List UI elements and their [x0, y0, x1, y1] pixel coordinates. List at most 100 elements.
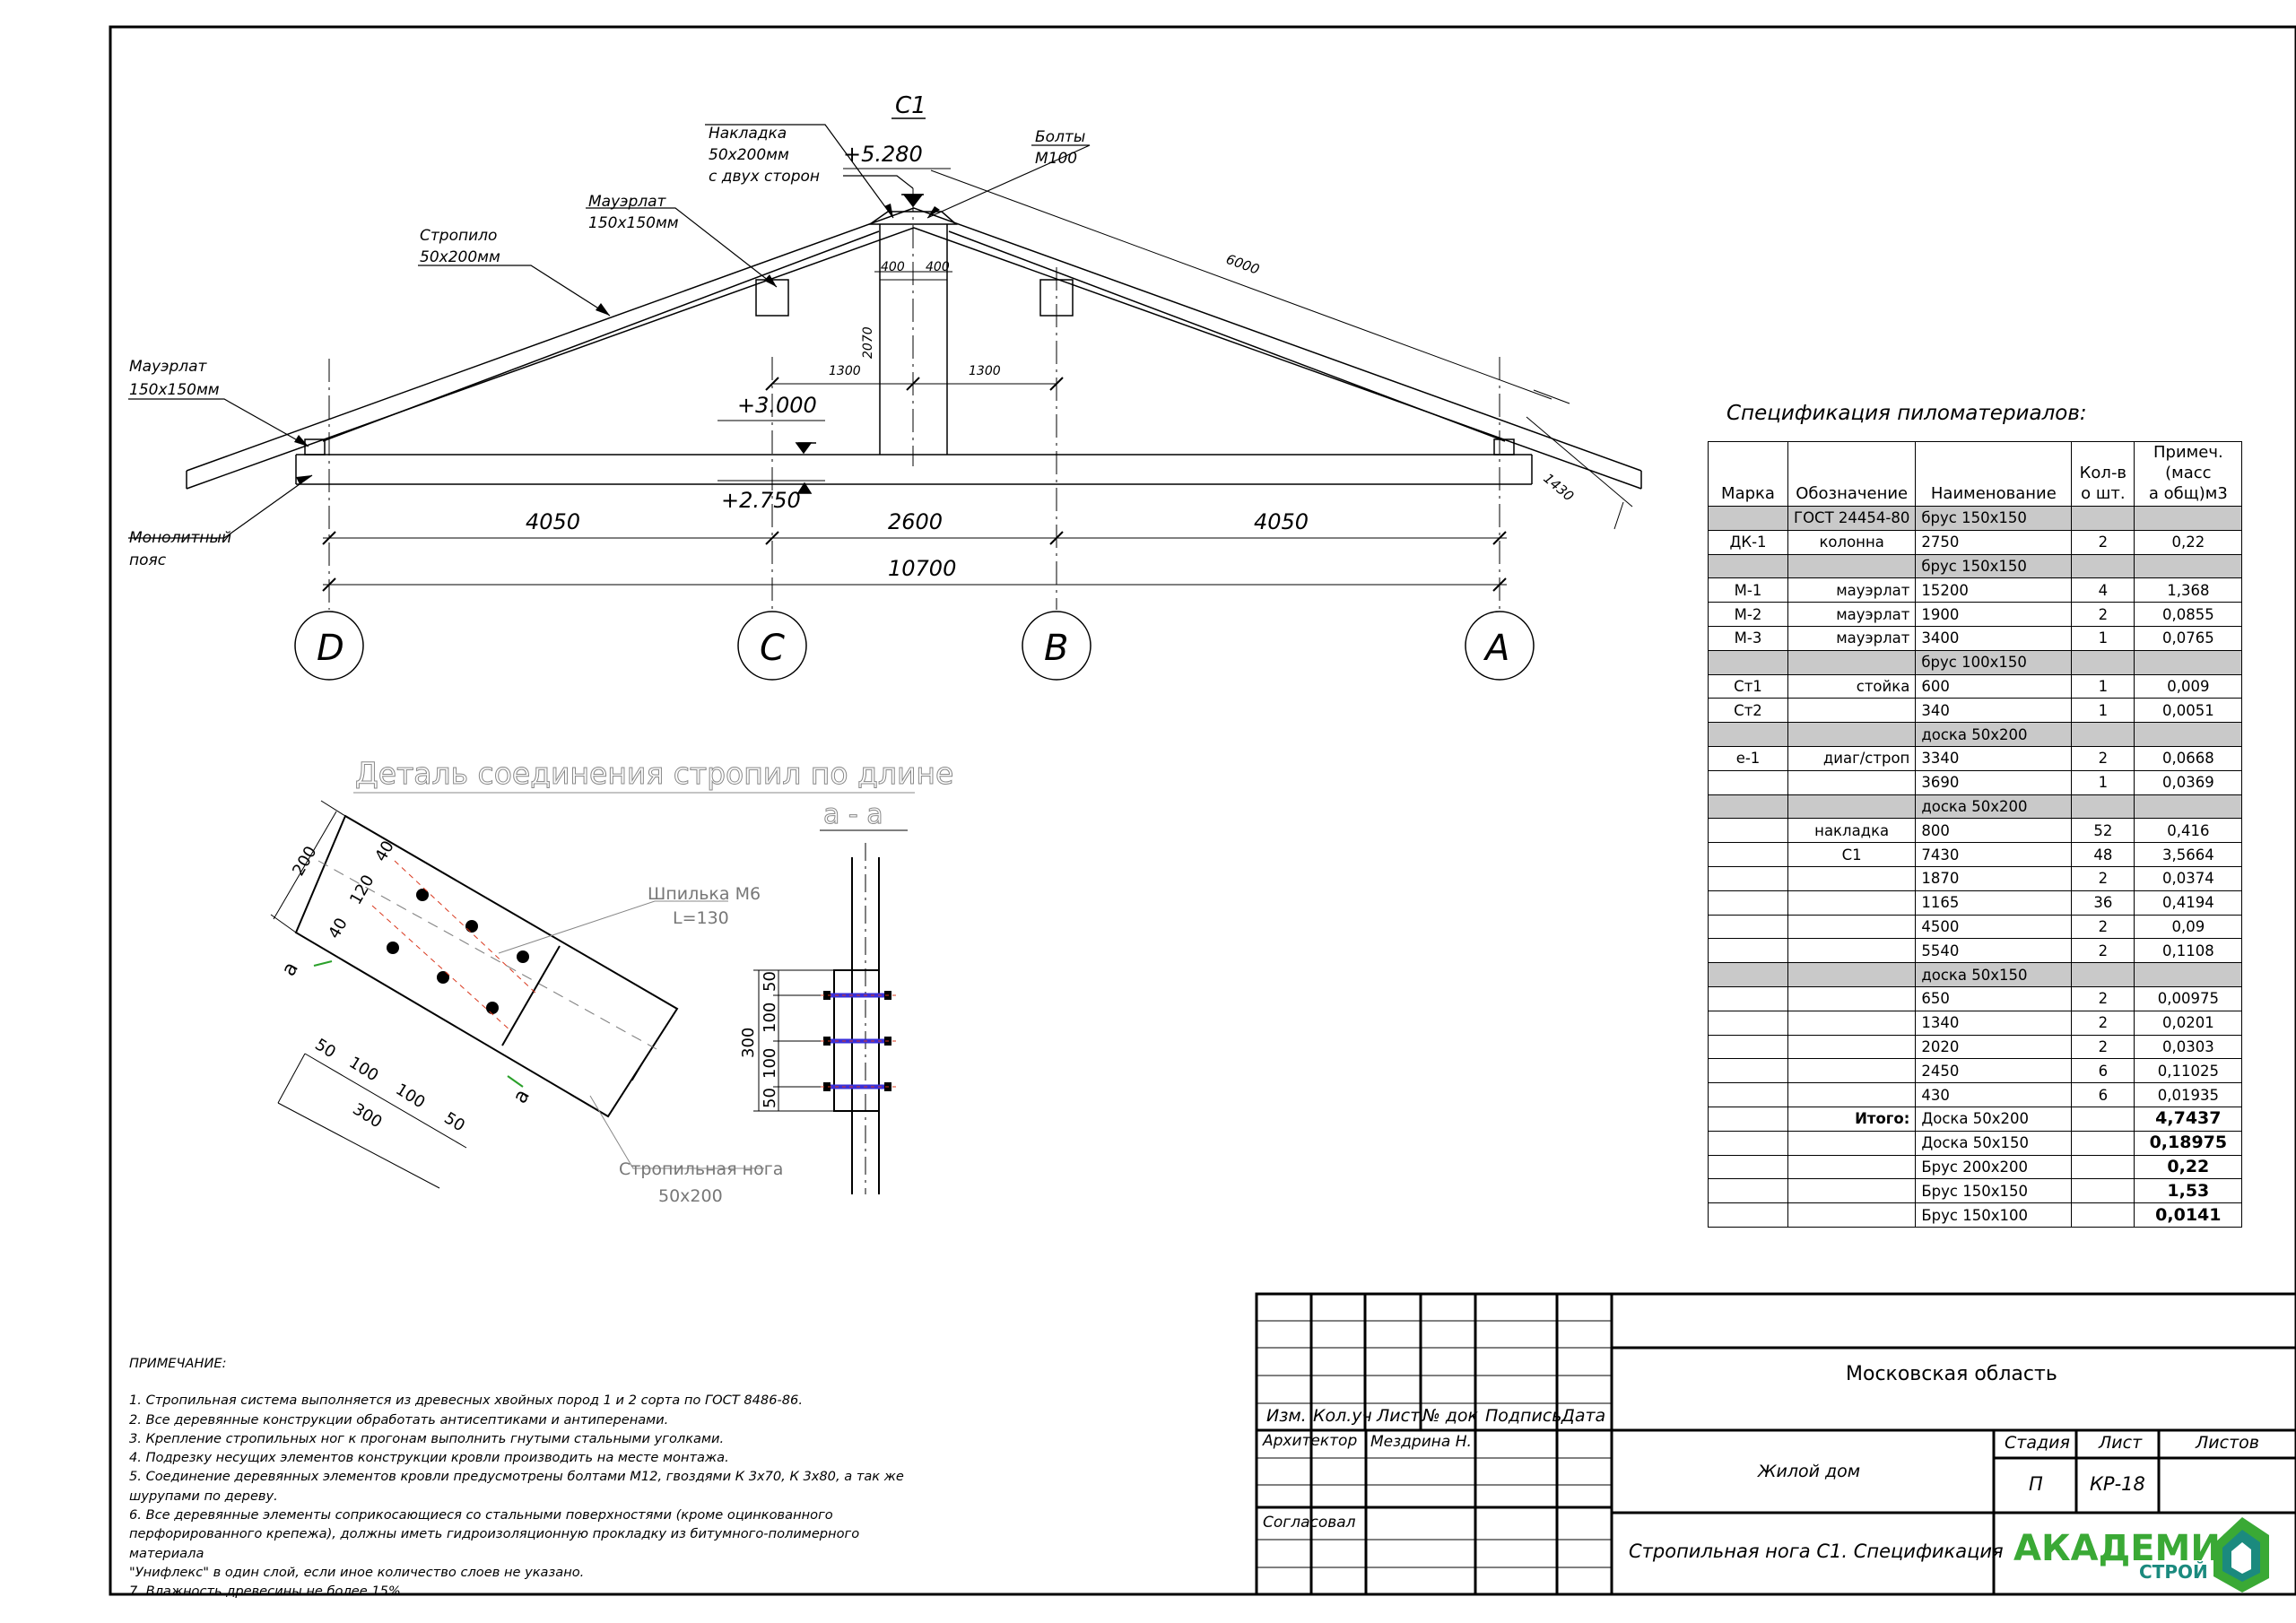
spec-cell-c2: 15200 — [1915, 577, 2073, 603]
spec-cell-c4: 0,0765 — [2134, 625, 2243, 651]
callout-mauerlat-top-1: Мауэрлат — [588, 193, 667, 211]
spec-title: Спецификация пиломатериалов: — [1726, 402, 2087, 425]
note-line: 1. Стропильная система выполняется из др… — [129, 1393, 803, 1409]
dim-1300-a: 1300 — [829, 364, 861, 378]
spec-cell-c0 — [1708, 1082, 1788, 1107]
spec-row: брус 100х150 — [1708, 649, 2243, 675]
spec-cell-c0: М-2 — [1708, 602, 1788, 627]
spec-cell-c2: 1165 — [1915, 890, 2073, 916]
dim-50-va: 50 — [761, 971, 779, 992]
spec-row: брус 150х150 — [1708, 553, 2243, 579]
dim-400-a: 400 — [881, 260, 905, 274]
spec-cell-c4: 4,7437 — [2134, 1106, 2243, 1132]
callout-bolty-1: Болты — [1035, 128, 1085, 146]
spec-cell-c1: мауэрлат — [1787, 602, 1917, 627]
callout-nakladka-2: 50х200мм — [709, 146, 789, 164]
spec-cell-c4: 1,368 — [2134, 577, 2243, 603]
dim-40-b: 40 — [325, 915, 352, 942]
spec-cell-c3 — [2071, 1106, 2135, 1132]
detail-leg-1: Стропильная нога — [619, 1159, 783, 1179]
dim-40-a: 40 — [371, 838, 398, 864]
spec-cell-c0 — [1708, 1178, 1788, 1204]
spec-cell-c0 — [1708, 769, 1788, 795]
spec-cell-c1: Итого: — [1787, 1106, 1917, 1132]
spec-cell-c1: стойка — [1787, 673, 1917, 699]
spec-cell-c2: доска 50х150 — [1915, 962, 2073, 987]
note-line: 5. Соединение деревянных элементов кровл… — [129, 1469, 904, 1485]
spec-cell-c3 — [2071, 649, 2135, 675]
spec-cell-c1: колонна — [1787, 529, 1917, 555]
tb-col-list: Лист — [1377, 1406, 1421, 1426]
spec-cell-c1 — [1787, 1202, 1917, 1228]
spec-cell-c2: 3400 — [1915, 625, 2073, 651]
spec-cell-c3: 2 — [2071, 1010, 2135, 1036]
spec-cell-c2: Брус 200х200 — [1915, 1154, 2073, 1180]
dim-300-h: 300 — [349, 1099, 385, 1132]
spec-cell-c2: 3690 — [1915, 769, 2073, 795]
spec-cell-c4 — [2134, 962, 2243, 987]
dim-1300-b: 1300 — [969, 364, 1001, 378]
tb-col-sign: Подпись — [1485, 1406, 1562, 1426]
axis-label-a: A — [1483, 628, 1509, 669]
callout-stropilo-1: Стропило — [420, 227, 497, 245]
dim-300-v: 300 — [739, 1028, 758, 1058]
spec-cell-c0 — [1708, 1106, 1788, 1132]
spec-cell-c3: 2 — [2071, 602, 2135, 627]
spec-cell-c3: 36 — [2071, 890, 2135, 916]
spec-cell-c4: 0,22 — [2134, 529, 2243, 555]
spec-cell-c4: 0,0855 — [2134, 602, 2243, 627]
spec-cell-c0 — [1708, 1010, 1788, 1036]
spec-cell-c3 — [2071, 1178, 2135, 1204]
spec-cell-c0 — [1708, 1130, 1788, 1156]
spec-cell-c0 — [1708, 553, 1788, 579]
spec-cell-c3: 1 — [2071, 673, 2135, 699]
roof-labels: С1 +5.280 +3.000 +2.750 Накладка 50х200м… — [129, 92, 1577, 669]
spec-cell-c3: 2 — [2071, 1034, 2135, 1060]
spec-cell-c1 — [1787, 1130, 1917, 1156]
spec-cell-c3: 6 — [2071, 1058, 2135, 1084]
tb-approved-label: Согласовал — [1263, 1514, 1356, 1532]
note-line: 6. Все деревянные элементы соприкосающие… — [129, 1507, 833, 1523]
spec-cell-c1 — [1787, 1010, 1917, 1036]
spec-cell-c0 — [1708, 1202, 1788, 1228]
roof-section — [128, 124, 1642, 681]
dim-50-vb: 50 — [761, 1088, 779, 1108]
axis-label-b: B — [1044, 628, 1068, 669]
spec-cell-c1 — [1787, 985, 1917, 1011]
spec-cell-c3 — [2071, 962, 2135, 987]
notes: ПРИМЕЧАНИЕ: 1. Стропильная система выпол… — [129, 1354, 936, 1601]
spec-cell-c4 — [2134, 506, 2243, 531]
spec-cell-c2: 650 — [1915, 985, 2073, 1011]
spec-cell-c1 — [1787, 1034, 1917, 1060]
dim-6000: 6000 — [1224, 251, 1262, 278]
spec-cell-c4: 0,11025 — [2134, 1058, 2243, 1084]
tb-sheets-label: Листов — [2196, 1433, 2259, 1453]
spec-cell-c2: брус 100х150 — [1915, 649, 2073, 675]
spec-cell-c1 — [1787, 890, 1917, 916]
spec-cell-c2: 1870 — [1915, 865, 2073, 891]
tb-object: Жилой дом — [1758, 1462, 1861, 1481]
spec-cell-c3: 2 — [2071, 865, 2135, 891]
callout-stropilo-2: 50х200мм — [420, 248, 500, 266]
spec-header-designation: Обозначение — [1787, 441, 1917, 507]
title-block-grid — [1255, 1292, 2296, 1596]
spec-cell-c1: мауэрлат — [1787, 625, 1917, 651]
sheet-frame — [109, 25, 2296, 1596]
spec-cell-c3: 1 — [2071, 769, 2135, 795]
spec-cell-c0 — [1708, 506, 1788, 531]
spec-cell-c2: 7430 — [1915, 842, 2073, 867]
tb-architect-name: Мездрина Н. — [1370, 1433, 1472, 1451]
